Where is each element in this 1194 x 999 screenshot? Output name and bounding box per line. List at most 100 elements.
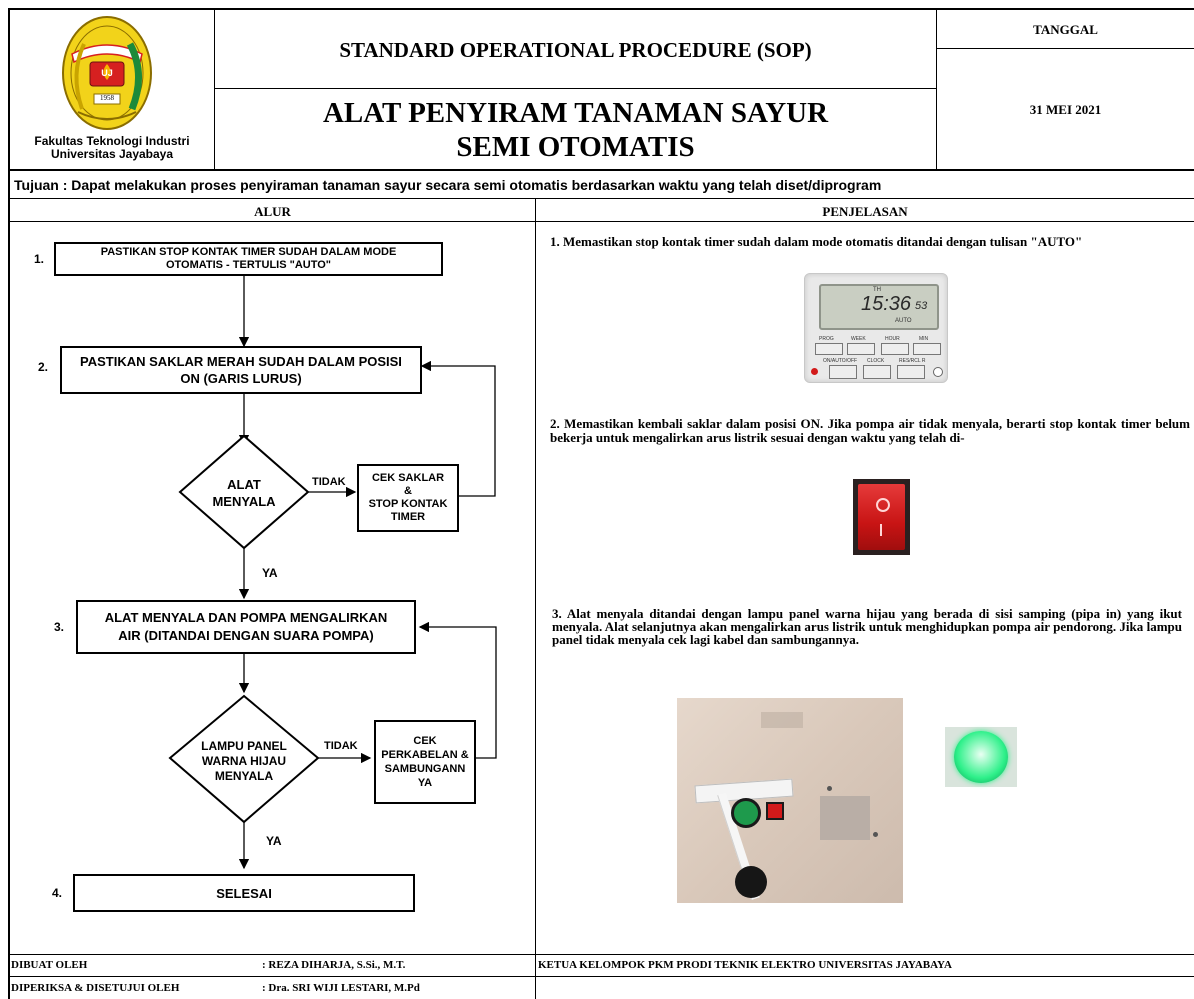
panel-shadow-strip xyxy=(761,712,803,728)
timer-label-min: MIN xyxy=(919,336,929,342)
decision-2-line-3: MENYALA xyxy=(214,768,274,783)
step-2-box: PASTIKAN SAKLAR MERAH SUDAH DALAM POSISI… xyxy=(60,346,422,394)
check-1-box: CEK SAKLAR & STOP KONTAK TIMER xyxy=(357,464,459,532)
purpose-bottom xyxy=(8,198,1194,199)
timer-button-min xyxy=(913,343,941,355)
decision-1-shape xyxy=(178,434,310,550)
approved-value: : Dra. SRI WIJI LESTARI, M.Pd xyxy=(262,982,420,994)
step-1-line-2: OTOMATIS - TERTULIS "AUTO" xyxy=(165,259,332,271)
timer-lcd-small: TH xyxy=(873,287,881,293)
made-by-value: : REZA DIHARJA, S.Si., M.T. xyxy=(262,959,406,971)
header-date-divider xyxy=(936,48,1194,49)
panel-red-switch xyxy=(766,802,784,820)
panel-green-lamp xyxy=(731,798,761,828)
rocker-switch-image xyxy=(853,479,910,555)
timer-label-onoff: ON/AUTO/OFF xyxy=(823,358,858,364)
column-header-flow: ALUR xyxy=(254,204,291,219)
panel-screw-1 xyxy=(827,786,832,791)
decision-2-line-1: LAMPU PANEL xyxy=(201,738,287,753)
step-1-line-1: PASTIKAN STOP KONTAK TIMER SUDAH DALAM M… xyxy=(100,246,397,258)
step-1-number: 1. xyxy=(34,252,45,266)
device-title-line-1: ALAT PENYIRAM TANAMAN SAYUR xyxy=(322,97,829,129)
panel-screw-2 xyxy=(873,832,878,837)
decision-2-label: LAMPU PANEL WARNA HIJAU MENYALA xyxy=(178,736,310,786)
approved-label: DIPERIKSA & DISETUJUI OLEH xyxy=(11,982,180,994)
decision-2-shape xyxy=(168,694,320,824)
purpose-text: Tujuan : Dapat melakukan proses penyiram… xyxy=(14,177,882,193)
step-4-box: SELESAI xyxy=(73,874,415,912)
green-lamp-light xyxy=(954,731,1008,783)
timer-lcd-seconds: 53 xyxy=(915,300,928,312)
logo-text: UJ xyxy=(101,68,113,78)
timer-reset-hole xyxy=(933,367,943,377)
panel-grey-plate xyxy=(820,796,870,840)
step-3-line-2: AIR (DITANDAI DENGAN SUARA POMPA) xyxy=(118,628,374,643)
decision-2-line-2: WARNA HIJAU xyxy=(201,753,287,768)
leader-text: KETUA KELOMPOK PKM PRODI TEKNIK ELEKTRO … xyxy=(538,959,952,971)
timer-button-clock xyxy=(863,365,891,379)
sop-title: STANDARD OPERATIONAL PROCEDURE (SOP) xyxy=(339,38,812,62)
step-4-number: 4. xyxy=(52,886,63,900)
timer-button-onoff xyxy=(829,365,857,379)
explanation-1: 1. Memastikan stop kontak timer sudah da… xyxy=(550,234,1083,249)
column-header-explanation: PENJELASAN xyxy=(822,204,908,219)
check-2-line-4: YA xyxy=(417,777,433,789)
decision-1-line-1: ALAT xyxy=(227,477,261,492)
explanation-3: 3. Alat menyala ditandai dengan lampu pa… xyxy=(552,606,1182,647)
institution-line-2: Universitas Jayabaya xyxy=(50,147,174,161)
date-value: 31 MEI 2021 xyxy=(1029,102,1102,117)
border-top xyxy=(8,8,1194,10)
step-2-line-1: PASTIKAN SAKLAR MERAH SUDAH DALAM POSISI xyxy=(80,354,402,369)
timer-label-prog: PROG xyxy=(819,336,834,342)
header-divider-2 xyxy=(936,8,937,169)
timer-button-res xyxy=(897,365,925,379)
decision-1-yes-label: YA xyxy=(262,566,278,580)
header-title-divider xyxy=(214,88,936,89)
rocker-switch-body xyxy=(858,484,905,550)
check-2-line-3: SAMBUNGANN xyxy=(384,763,466,775)
timer-lcd-time: 15:36 xyxy=(861,293,912,315)
made-by-label: DIBUAT OLEH xyxy=(11,959,88,971)
check-2-line-2: PERKABELAN & xyxy=(381,749,469,761)
check-1-line-1: CEK SAKLAR xyxy=(371,472,445,484)
check-1-line-3: STOP KONTAK xyxy=(368,498,448,510)
logo-year: 1958 xyxy=(100,94,114,102)
timer-device-image: TH 15:36 53 AUTO PROG WEEK HOUR MIN ON/A… xyxy=(804,273,948,383)
timer-button-hour xyxy=(881,343,909,355)
header-bottom xyxy=(8,169,1194,171)
switch-off-mark xyxy=(876,498,890,512)
device-panel-image xyxy=(677,698,903,903)
footer-mid xyxy=(8,976,1194,977)
footer-top xyxy=(8,954,1194,955)
university-logo: UJ 1958 xyxy=(60,14,154,132)
timer-led xyxy=(811,368,818,375)
step-2-line-2: ON (GARIS LURUS) xyxy=(180,371,302,386)
decision-2-yes-label: YA xyxy=(266,834,282,848)
date-label: TANGGAL xyxy=(1033,22,1098,37)
timer-button-week xyxy=(847,343,875,355)
green-lamp-image xyxy=(945,727,1017,787)
check-1-line-2: & xyxy=(404,485,412,497)
step-3-number: 3. xyxy=(54,620,65,634)
panel-black-knob xyxy=(735,866,767,898)
device-title: ALAT PENYIRAM TANAMAN SAYUR SEMI OTOMATI… xyxy=(215,96,936,164)
institution-name: Fakultas Teknologi Industri Universitas … xyxy=(10,135,214,161)
step-2-number: 2. xyxy=(38,360,49,374)
column-header-bottom xyxy=(8,221,1194,222)
timer-label-clock: CLOCK xyxy=(867,358,885,364)
check-1-line-4: TIMER xyxy=(390,511,426,523)
border-left xyxy=(8,8,10,999)
timer-lcd-mode: AUTO xyxy=(895,318,912,324)
step-1-box: PASTIKAN STOP KONTAK TIMER SUDAH DALAM M… xyxy=(54,242,443,276)
device-title-line-2: SEMI OTOMATIS xyxy=(456,131,695,163)
decision-1-label: ALAT MENYALA xyxy=(196,474,292,512)
timer-label-hour: HOUR xyxy=(885,336,900,342)
switch-on-mark xyxy=(880,524,882,536)
decision-2-no-label: TIDAK xyxy=(324,740,358,752)
flowchart-connectors xyxy=(168,276,497,870)
institution-line-1: Fakultas Teknologi Industri xyxy=(34,134,190,148)
decision-1-no-label: TIDAK xyxy=(312,476,346,488)
check-2-box: CEK PERKABELAN & SAMBUNGANN YA xyxy=(374,720,476,804)
step-4-label: SELESAI xyxy=(216,885,272,901)
timer-lcd: TH 15:36 53 AUTO xyxy=(819,284,939,330)
